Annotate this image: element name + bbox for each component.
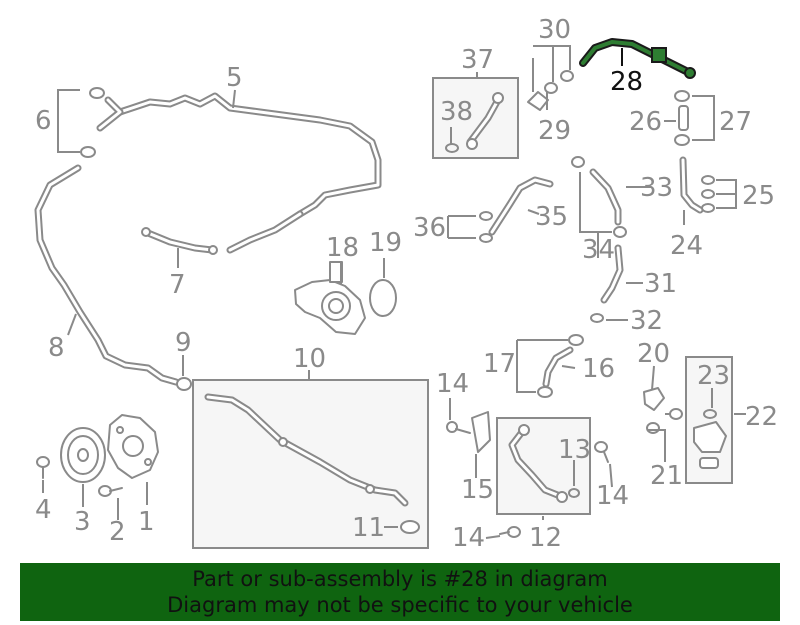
part-16-hose[interactable] — [542, 346, 574, 388]
callout-9[interactable]: 9 — [175, 328, 192, 358]
callout-24[interactable]: 24 — [670, 231, 703, 261]
callout-16[interactable]: 16 — [582, 354, 615, 384]
callout-numbers: 5 6 7 8 9 10 11 4 3 2 1 18 19 37 38 29 3… — [35, 15, 778, 553]
callout-11[interactable]: 11 — [352, 513, 385, 543]
part-5-hose[interactable] — [96, 92, 382, 254]
part-2-bolt[interactable] — [98, 485, 123, 497]
part-19-o-ring[interactable] — [369, 279, 397, 317]
part-6-clamps[interactable] — [80, 87, 105, 158]
callout-21[interactable]: 21 — [650, 461, 683, 491]
part-14-bolt-right[interactable] — [594, 441, 609, 463]
part-33-hose[interactable] — [589, 168, 622, 226]
callout-2[interactable]: 2 — [109, 517, 126, 547]
callout-14-bottom[interactable]: 14 — [452, 523, 485, 553]
callout-8[interactable]: 8 — [48, 333, 65, 363]
part-1-water-pump[interactable] — [107, 414, 159, 479]
callout-4[interactable]: 4 — [35, 495, 52, 525]
part-4-bolt[interactable] — [36, 456, 50, 479]
part-17-clamps[interactable] — [537, 334, 584, 398]
part-12-pipe[interactable] — [508, 424, 568, 503]
part-34-clamps[interactable] — [571, 156, 627, 238]
callout-22[interactable]: 22 — [745, 402, 778, 432]
part-13-o-ring[interactable] — [568, 488, 580, 498]
part-24-pipe[interactable] — [679, 156, 704, 214]
part-36-seals[interactable] — [479, 211, 493, 243]
callout-10[interactable]: 10 — [293, 344, 326, 374]
part-3-pulley[interactable] — [60, 427, 106, 483]
callout-6[interactable]: 6 — [35, 106, 52, 136]
part-29-hose-fitting[interactable] — [527, 70, 574, 111]
part-35-hose[interactable] — [488, 176, 554, 236]
callout-29[interactable]: 29 — [538, 116, 571, 146]
part-25-seals[interactable] — [701, 175, 715, 213]
callout-38[interactable]: 38 — [440, 97, 473, 127]
part-11-clamp[interactable] — [400, 520, 420, 534]
callout-14-right[interactable]: 14 — [596, 481, 629, 511]
callout-27[interactable]: 27 — [719, 107, 752, 137]
callout-35[interactable]: 35 — [535, 202, 568, 232]
part-28-hose-highlighted[interactable] — [579, 38, 696, 79]
part-27-clamps[interactable] — [674, 90, 690, 146]
leader-lines — [42, 45, 746, 539]
part-7-hose[interactable] — [141, 227, 218, 255]
info-banner: Part or sub-assembly is #28 in diagram D… — [20, 563, 780, 621]
part-14-bolt-bottom[interactable] — [499, 526, 521, 538]
part-18-thermostat-housing[interactable] — [294, 261, 366, 335]
part-14-bolt-left[interactable] — [446, 421, 471, 434]
part-20-elbow-hose[interactable] — [643, 387, 665, 411]
part-32-o-ring[interactable] — [590, 313, 604, 323]
part-26-connector[interactable] — [678, 105, 689, 131]
part-23-seal[interactable] — [703, 409, 717, 419]
banner-line-2: Diagram may not be specific to your vehi… — [167, 593, 633, 617]
callout-17[interactable]: 17 — [483, 349, 516, 379]
part-10-pipe[interactable] — [204, 393, 409, 507]
callout-26[interactable]: 26 — [629, 107, 662, 137]
callout-36[interactable]: 36 — [413, 213, 446, 243]
callout-19[interactable]: 19 — [369, 228, 402, 258]
callout-7[interactable]: 7 — [169, 270, 186, 300]
callout-18[interactable]: 18 — [326, 233, 359, 263]
part-15-bracket[interactable] — [471, 411, 491, 453]
callout-34[interactable]: 34 — [582, 235, 615, 265]
box-part-10 — [192, 379, 429, 549]
callout-32[interactable]: 32 — [630, 306, 663, 336]
callout-12[interactable]: 12 — [529, 523, 562, 553]
banner-line-1: Part or sub-assembly is #28 in diagram — [192, 567, 608, 591]
callout-33[interactable]: 33 — [640, 173, 673, 203]
callout-1[interactable]: 1 — [138, 507, 155, 537]
callout-13[interactable]: 13 — [558, 435, 591, 465]
callout-5[interactable]: 5 — [226, 63, 243, 93]
callout-31[interactable]: 31 — [644, 269, 677, 299]
part-31-pipe[interactable] — [600, 244, 624, 304]
parts-diagram: 5 6 7 8 9 10 11 4 3 2 1 18 19 37 38 29 3… — [34, 15, 778, 553]
part-9-clamp[interactable] — [176, 377, 192, 391]
callout-28[interactable]: 28 — [610, 67, 643, 97]
callout-23[interactable]: 23 — [697, 361, 730, 391]
part-8-pipe[interactable] — [34, 164, 180, 386]
callout-37[interactable]: 37 — [461, 45, 494, 75]
part-37-pipe-assembly[interactable] — [466, 92, 504, 150]
callout-30[interactable]: 30 — [538, 15, 571, 45]
callout-20[interactable]: 20 — [637, 339, 670, 369]
callout-25[interactable]: 25 — [742, 181, 775, 211]
callout-15[interactable]: 15 — [461, 475, 494, 505]
callout-3[interactable]: 3 — [74, 507, 91, 537]
callout-14-left[interactable]: 14 — [436, 369, 469, 399]
part-22-housing[interactable] — [693, 421, 727, 469]
box-part-12 — [496, 417, 591, 515]
